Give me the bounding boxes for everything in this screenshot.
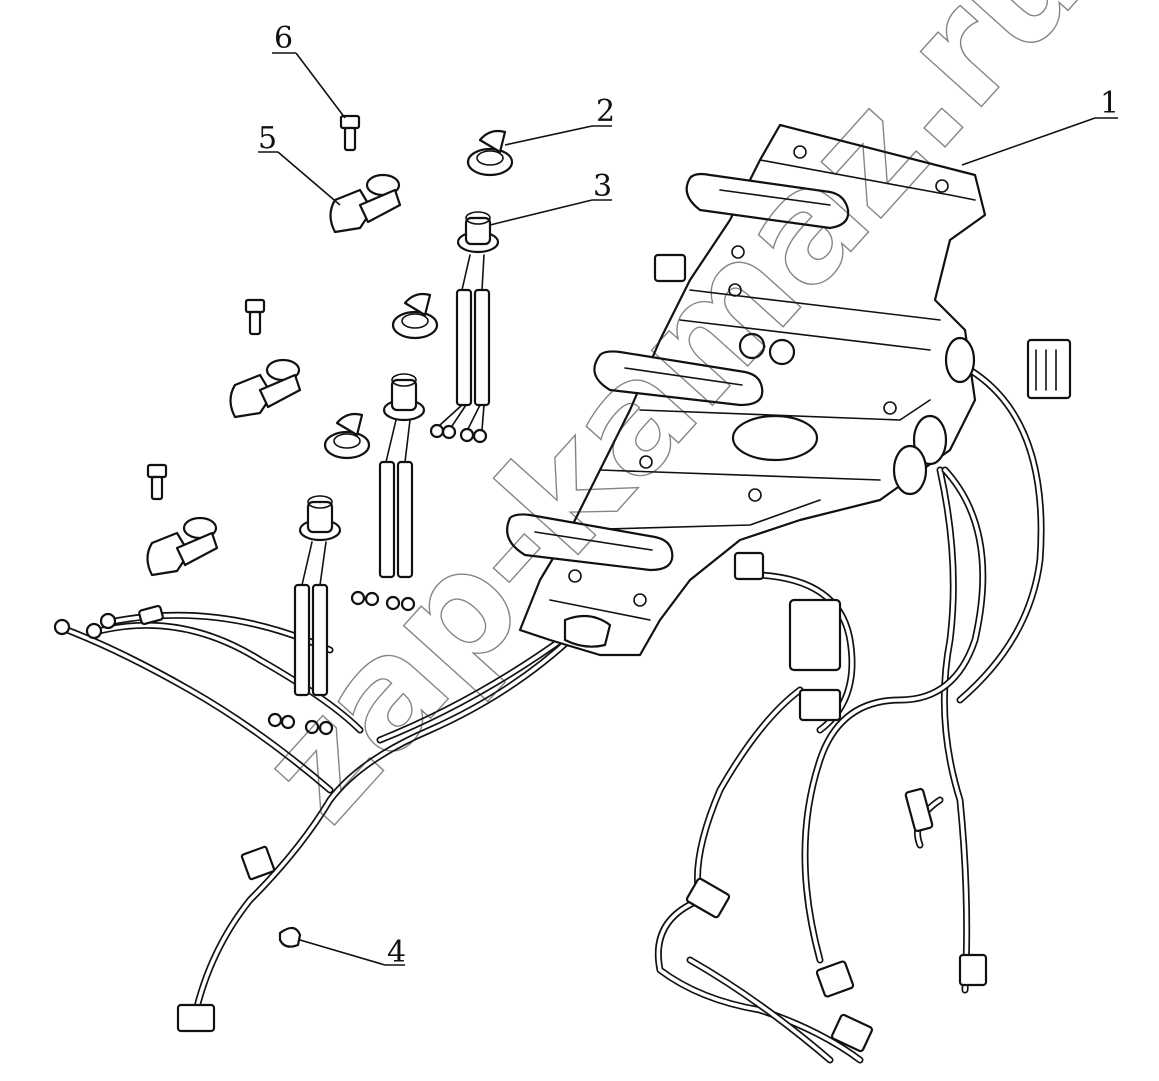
- grommet: [391, 292, 439, 340]
- clip-4: [278, 926, 302, 948]
- callout-2: 2: [596, 94, 615, 129]
- callout-3: 3: [593, 169, 612, 204]
- clamp: [229, 358, 302, 419]
- frame-bracket: [506, 123, 987, 657]
- socket-3: [429, 211, 500, 444]
- harness-connectors: [53, 253, 1072, 1053]
- socket: [267, 495, 342, 736]
- callout-labels: 1 2 3 4 5 6: [258, 21, 1119, 970]
- rubber-grommets: [323, 129, 514, 460]
- bolt-6: [339, 114, 361, 152]
- bolts: [146, 114, 361, 501]
- socket: [350, 373, 426, 612]
- bolt: [244, 298, 266, 336]
- clamp-5: [329, 173, 402, 234]
- grommet-2: [466, 129, 514, 177]
- wire-clamps: [146, 173, 402, 577]
- bulb-sockets: [267, 211, 500, 736]
- callout-4: 4: [387, 935, 406, 970]
- callout-6: 6: [274, 21, 293, 56]
- callout-1: 1: [1100, 86, 1119, 121]
- grommet: [323, 412, 371, 460]
- callout-5: 5: [258, 121, 277, 156]
- wire-harness: [58, 366, 1045, 1064]
- watermark: zap-kamaz.ru: [227, 0, 1120, 854]
- bolt: [146, 463, 168, 501]
- clamp: [146, 516, 219, 577]
- callout-leaders: [258, 52, 1118, 966]
